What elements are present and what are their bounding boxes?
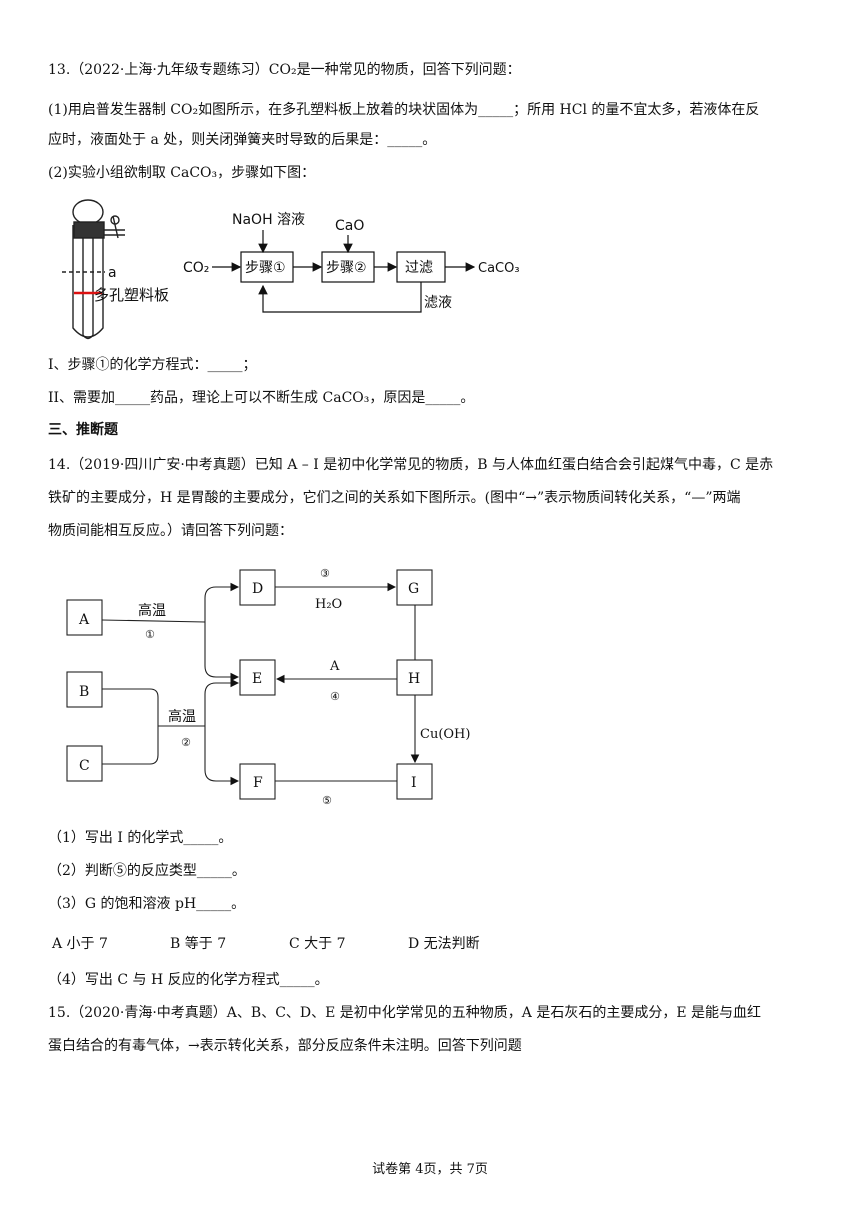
- node-F: F: [253, 775, 263, 791]
- q13-header: 13.（2022·上海·九年级专题练习）CO₂是一种常见的物质，回答下列问题：: [48, 62, 521, 78]
- q14-sub1: （1）写出 I 的化学式_____。: [48, 830, 233, 846]
- cond-num-2: ②: [181, 736, 191, 749]
- q14-sub4: （4）写出 C 与 H 反应的化学方程式_____。: [48, 972, 329, 988]
- cond-gaowen-1: 高温: [138, 602, 166, 619]
- box-E: [239, 659, 276, 696]
- node-G: G: [408, 581, 419, 597]
- node-E: E: [252, 671, 262, 687]
- q14-line1: 14.（2019·四川广安·中考真题）已知 A – I 是初中化学常见的物质，B…: [48, 457, 774, 473]
- q15-line1: 15.（2020·青海·中考真题）A、B、C、D、E 是初中化学常见的五种物质，…: [48, 1005, 762, 1021]
- q13-sub-II: II、需要加_____药品，理论上可以不断生成 CaCO₃，原因是_____。: [48, 390, 475, 406]
- q14-sub2: （2）判断⑤的反应类型_____。: [48, 863, 246, 879]
- figure-kipp-flow: a 多孔塑料板 CO₂ NaOH 溶液 步骤① CaO 步骤② 过滤 CaCO₃…: [62, 199, 520, 340]
- q13-part1-line1: (1)用启普发生器制 CO₂如图所示，在多孔塑料板上放着的块状固体为_____；…: [48, 102, 760, 118]
- kipp-apparatus: [62, 199, 125, 340]
- node-I: I: [411, 775, 417, 791]
- option-C: C 大于 7: [289, 936, 346, 952]
- q14-line2: 铁矿的主要成分，H 是胃酸的主要成分，它们之间的关系如下图所示。(图中“→”表示…: [48, 490, 741, 506]
- option-B: B 等于 7: [170, 936, 227, 952]
- filtrate-label: 滤液: [424, 295, 452, 311]
- flow-input: CO₂: [183, 260, 209, 276]
- cond-gaowen-2: 高温: [168, 708, 196, 725]
- cond-h2o: H₂O: [315, 597, 342, 612]
- step2-label: 步骤②: [326, 260, 367, 276]
- reagent-cao: CaO: [335, 218, 364, 234]
- q13-sub-I: I、步骤①的化学方程式：_____；: [48, 357, 257, 373]
- cond-num-5: ⑤: [322, 794, 332, 807]
- filter-label: 过滤: [405, 260, 433, 276]
- figure-inference-diagram: A B C D E F G H I 高温 ① 高温 ② ③ H₂O A ④ Cu…: [66, 567, 470, 807]
- q13-part2: (2)实验小组欲制取 CaCO₃，步骤如下图：: [48, 165, 316, 181]
- box-A: [66, 599, 103, 636]
- q13-part1-line2: 应时，液面处于 a 处，则关闭弹簧夹时导致的后果是：_____。: [48, 132, 437, 148]
- cond-num-4: ④: [330, 690, 340, 703]
- q14-sub3: （3）G 的饱和溶液 pH_____。: [48, 896, 246, 912]
- cond-cuoh2: Cu(OH)₂: [420, 727, 470, 742]
- node-A: A: [78, 612, 90, 628]
- node-H: H: [408, 671, 420, 687]
- option-D: D 无法判断: [408, 936, 480, 952]
- section-title: 三、推断题: [48, 422, 118, 438]
- node-D: D: [252, 581, 263, 597]
- node-B: B: [79, 684, 89, 700]
- label-porous-plate: 多孔塑料板: [94, 286, 169, 304]
- page-footer: 试卷第 4页，共 7页: [372, 1162, 488, 1177]
- q14-line3: 物质间能相互反应。）请回答下列问题：: [48, 523, 293, 539]
- node-C: C: [79, 758, 90, 774]
- label-a: a: [108, 265, 117, 281]
- cond-a: A: [329, 659, 340, 674]
- cond-num-1: ①: [145, 628, 155, 641]
- reagent-naoh: NaOH 溶液: [232, 212, 305, 228]
- q15-line2: 蛋白结合的有毒气体，→表示转化关系，部分反应条件未注明。回答下列问题: [48, 1038, 522, 1054]
- cond-num-3: ③: [320, 567, 330, 580]
- option-A: A 小于 7: [52, 936, 108, 952]
- step1-label: 步骤①: [245, 260, 286, 276]
- flow-output: CaCO₃: [478, 261, 520, 276]
